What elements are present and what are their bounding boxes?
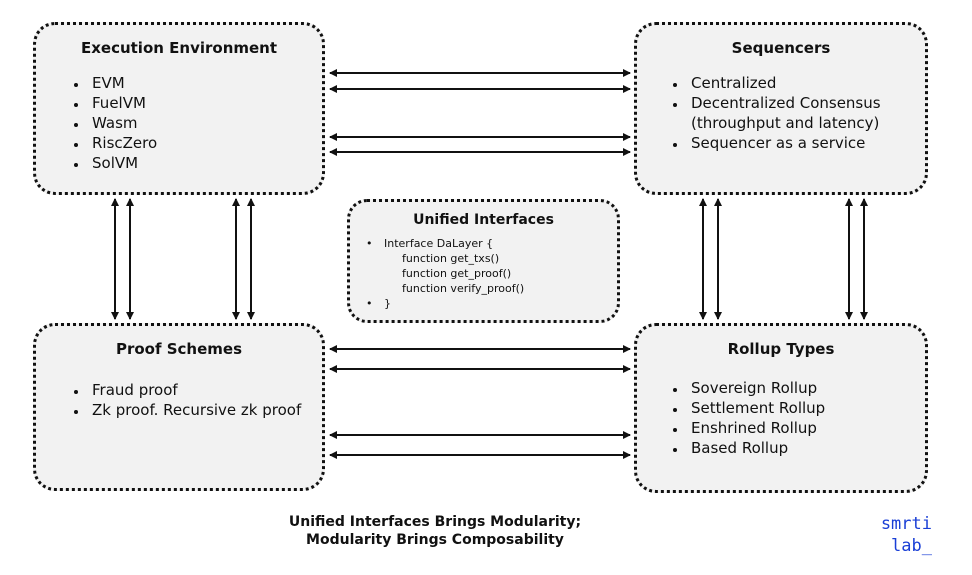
caption-line-1: Unified Interfaces Brings Modularity; [288, 514, 582, 530]
brand-logo: smrti lab_ [881, 513, 932, 557]
list-item: Fraud proof [88, 380, 302, 400]
list-item: SolVM [88, 153, 322, 173]
diagram-caption: Unified Interfaces Brings Modularity; Mo… [200, 513, 670, 549]
list-item: Zk proof. Recursive zk proof [88, 400, 302, 420]
brand-line-1: smrti [880, 514, 932, 534]
list-item: Settlement Rollup [687, 398, 925, 418]
unified-interfaces-box: Unified Interfaces Interface DaLayer { f… [347, 199, 620, 323]
list-item: Enshrined Rollup [687, 418, 925, 438]
list-item: Decentralized Consensus (throughput and … [687, 93, 905, 133]
code-line: function get_txs() [402, 252, 500, 265]
code-line: function get_proof() [402, 267, 512, 280]
sequencers-title: Sequencers [731, 39, 831, 57]
sequencers-box: Sequencers Centralized Decentralized Con… [634, 22, 928, 195]
caption-line-2: Modularity Brings Composability [306, 532, 564, 548]
sequencers-list: Centralized Decentralized Consensus (thr… [637, 73, 925, 153]
list-item: FuelVM [88, 93, 322, 113]
list-item: Sequencer as a service [687, 133, 905, 153]
execution-environment-box: Execution Environment EVM FuelVM Wasm Ri… [33, 22, 325, 195]
execution-environment-title: Execution Environment [80, 39, 278, 57]
list-item: Wasm [88, 113, 322, 133]
execution-environment-list: EVM FuelVM Wasm RiscZero SolVM [36, 73, 322, 173]
proof-schemes-title: Proof Schemes [115, 340, 243, 358]
brand-line-2: lab_ [891, 536, 932, 556]
proof-schemes-list: Fraud proof Zk proof. Recursive zk proof [36, 380, 322, 420]
unified-interfaces-title: Unified Interfaces [413, 212, 554, 228]
code-line: } [366, 296, 617, 311]
rollup-types-list: Sovereign Rollup Settlement Rollup Enshr… [637, 378, 925, 458]
list-item: Sovereign Rollup [687, 378, 925, 398]
rollup-types-title: Rollup Types [727, 340, 835, 358]
list-item: Centralized [687, 73, 905, 93]
code-line: Interface DaLayer { [366, 236, 617, 251]
unified-interfaces-code: Interface DaLayer { function get_txs() f… [350, 236, 617, 311]
list-item: RiscZero [88, 133, 322, 153]
list-item: Based Rollup [687, 438, 925, 458]
code-line: function verify_proof() [402, 282, 525, 295]
proof-schemes-box: Proof Schemes Fraud proof Zk proof. Recu… [33, 323, 325, 491]
list-item: EVM [88, 73, 322, 93]
rollup-types-box: Rollup Types Sovereign Rollup Settlement… [634, 323, 928, 493]
